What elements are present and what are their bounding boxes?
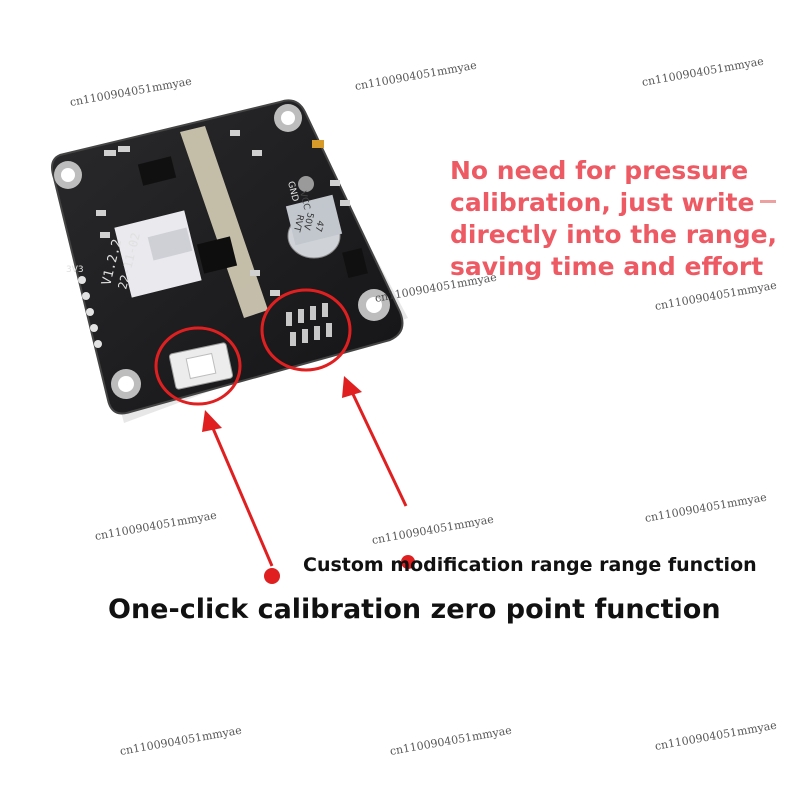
pin-label: 3V3 <box>66 265 84 275</box>
pressure-calibration-callout: No need for pressure calibration, just w… <box>450 155 790 283</box>
callout-line: calibration, just write <box>450 188 755 217</box>
connector-label-gnd: GND <box>285 180 300 203</box>
callout-line: saving time and effort <box>450 252 764 281</box>
connector-label-vcc: VCC <box>297 190 311 211</box>
highlight-circle-button <box>154 326 242 406</box>
zero-point-label: One-click calibration zero point functio… <box>108 594 721 625</box>
cap-label-50v: 50V <box>301 211 315 231</box>
callout-line: directly into the range, <box>450 220 778 249</box>
dot-zero-point <box>264 568 280 584</box>
highlight-circle-connector <box>260 288 352 372</box>
arrow-custom-range <box>350 391 408 507</box>
callout-line: No need for pressure <box>450 156 749 185</box>
cap-label-rvt: RVT <box>291 213 305 233</box>
arrow-zero-point <box>210 425 274 567</box>
custom-range-label: Custom modification range range function <box>303 554 757 576</box>
cap-label-47: 47 <box>312 219 324 233</box>
dot-custom-range <box>401 555 415 569</box>
